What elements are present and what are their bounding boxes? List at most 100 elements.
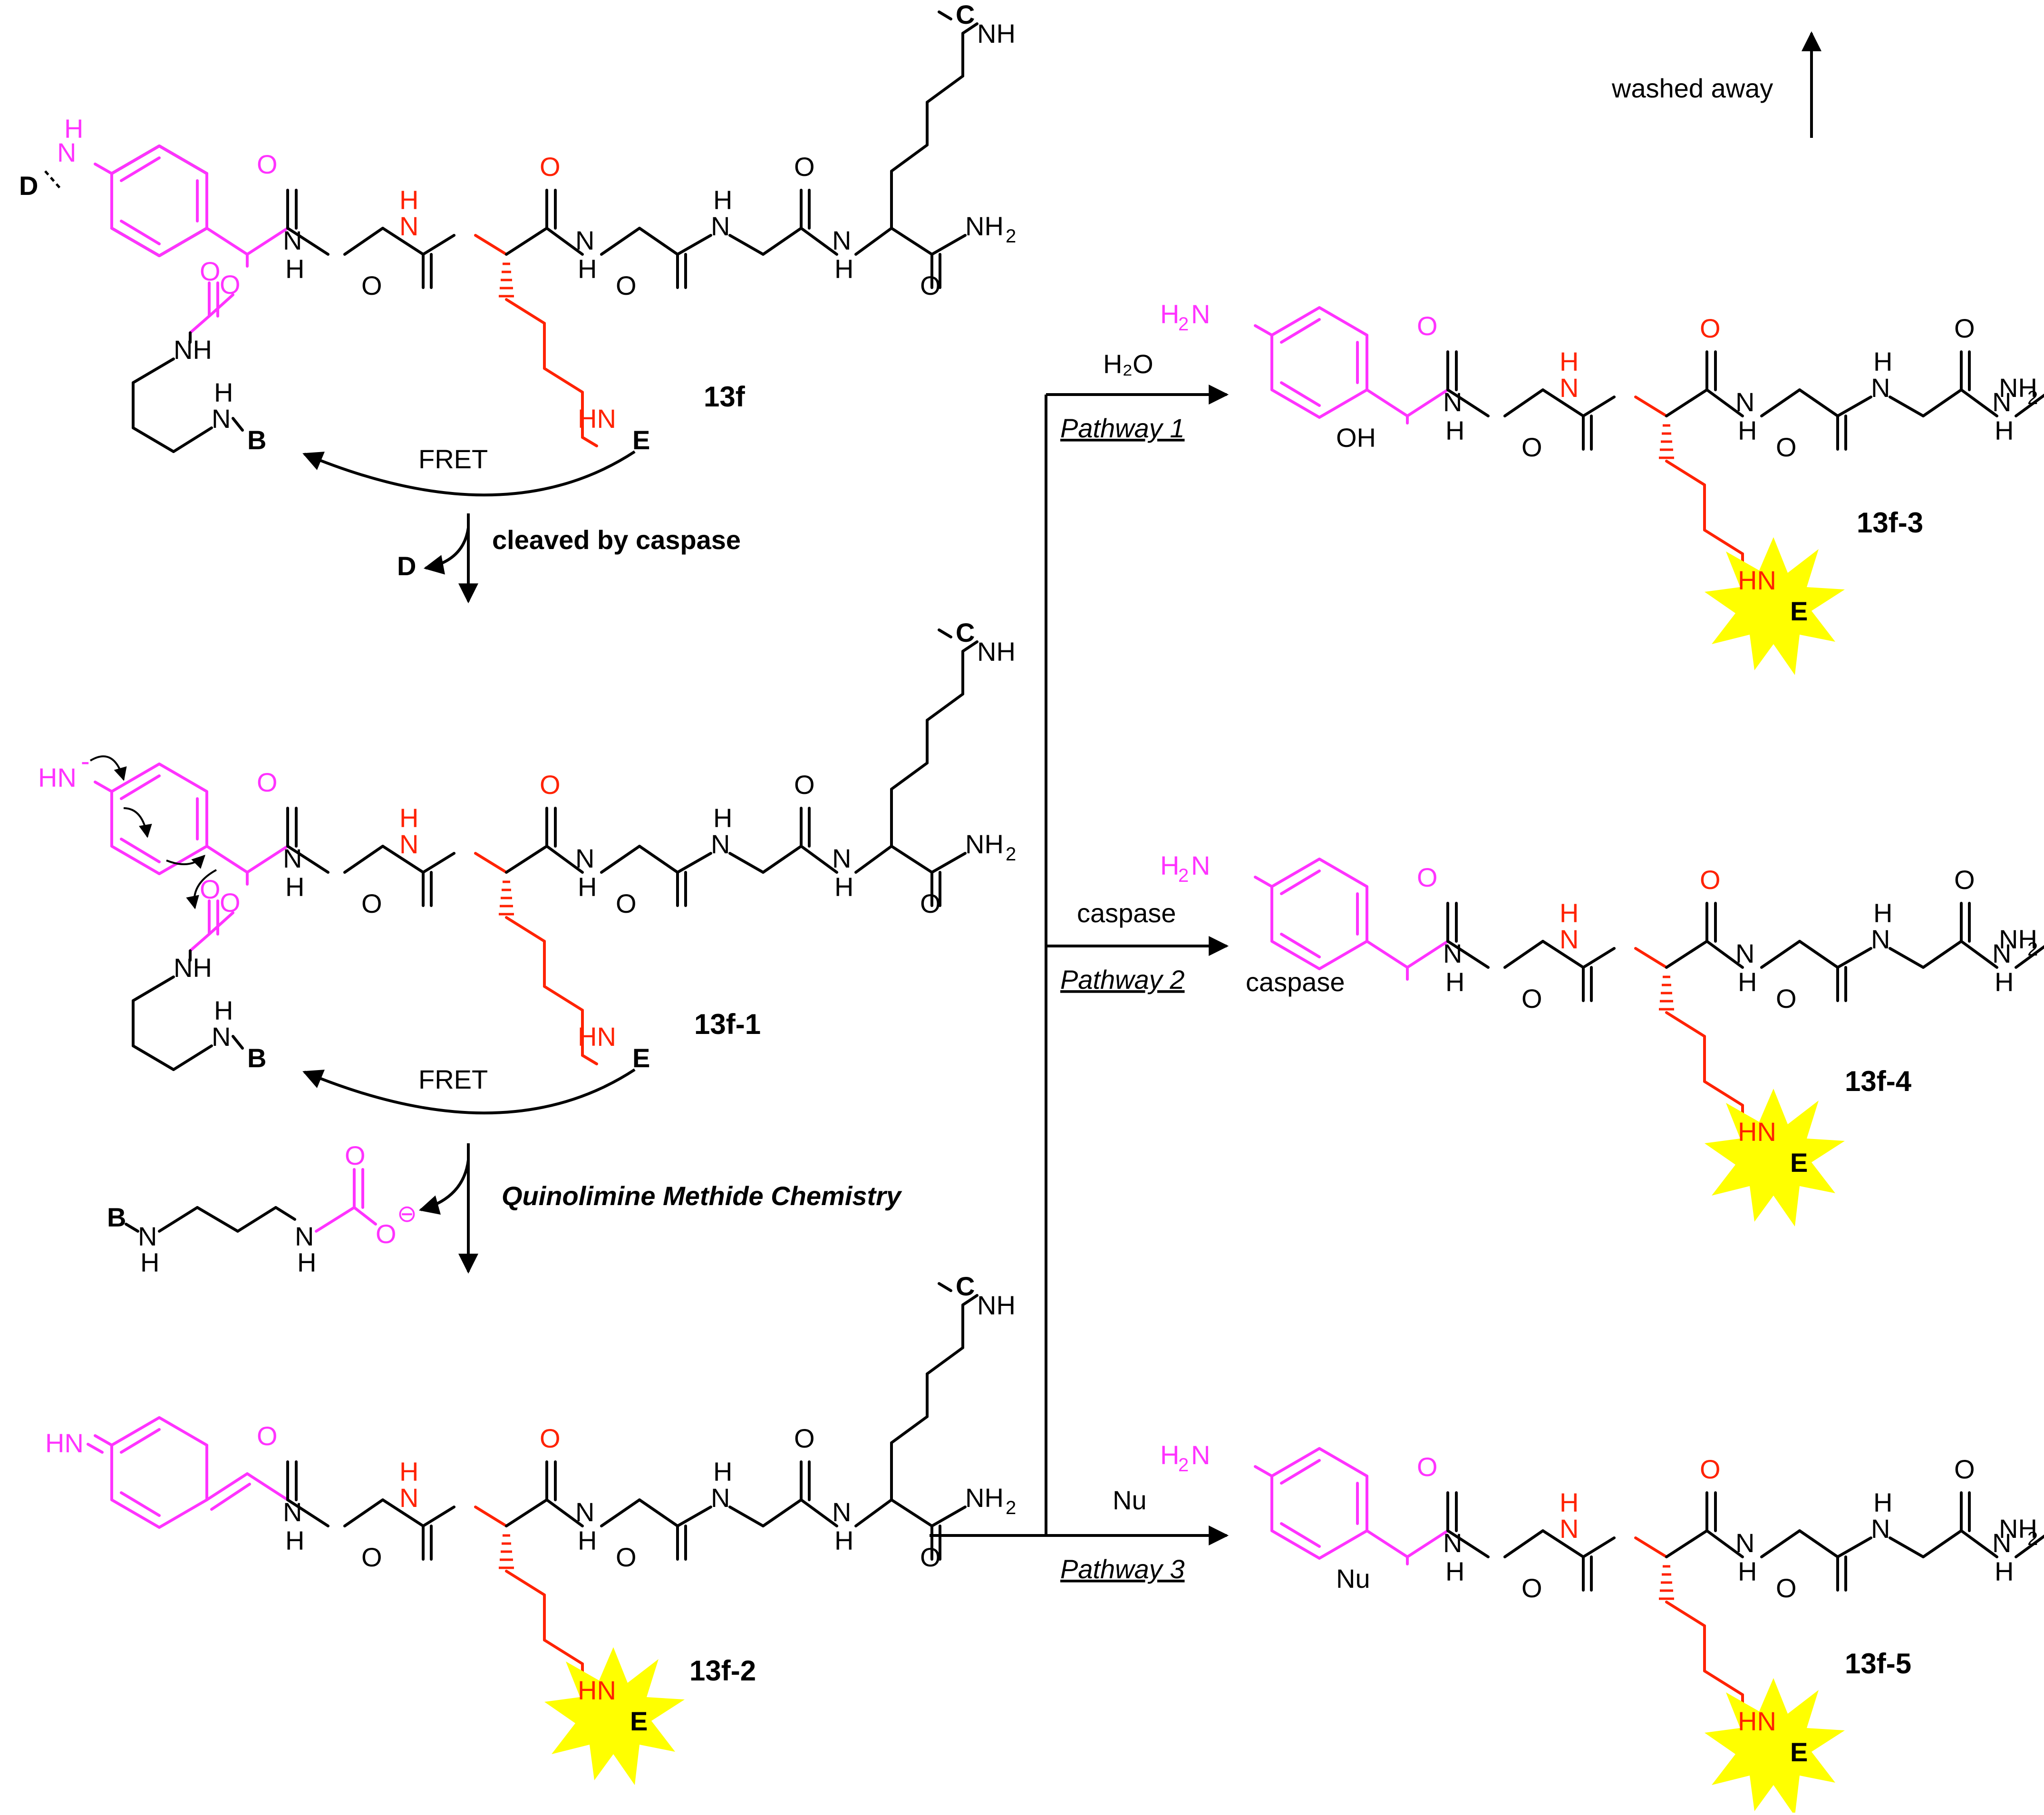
atom-n: N [1992,387,2011,417]
atom-subscript: 2 [1006,226,1016,247]
atom-h: H [1995,1556,2014,1586]
atom-h: H [1445,967,1464,997]
atom-c: C [956,1271,975,1301]
charge-minus: - [81,746,90,776]
atom-o: O [616,1542,637,1572]
atom-subscript: 2 [2027,387,2038,408]
compound-label: 13f-4 [1845,1065,1912,1097]
atom-h: H [399,185,418,215]
atom-h: H [399,803,418,833]
atom-o: O [1776,984,1797,1014]
atom-hn: HN [578,1022,616,1052]
fret-arrow [302,450,636,497]
atom-hn: HN [38,763,77,792]
atom-h: H [1873,347,1892,377]
atom-n: N [575,843,594,873]
atom-n: N [283,225,302,255]
atom-b: B [107,1202,126,1232]
atom-h: H [1445,415,1464,445]
pathway-3-label: Pathway 3 [1060,1554,1185,1584]
atom-n: N [832,225,851,255]
atom-h: H [1995,415,2014,445]
atom-h: H [1560,898,1579,928]
atom-b: B [247,425,266,455]
atom-n: N [1992,1528,2011,1558]
fluorescence-star [544,1647,685,1785]
release-d-arrow [423,527,470,575]
atom-o: O [1776,1573,1797,1603]
pathway-2-label: Pathway 2 [1060,965,1185,994]
atom-o: O [1954,865,1975,895]
fluorescence-star [1705,1089,1845,1226]
atom-n: N [283,1497,302,1527]
atom-subscript: 2 [1178,314,1189,335]
atom-n: N [711,211,730,241]
atom-o: O [361,270,382,300]
right-column-terminals: NH2NHCNH2NHCNH2NHC [1999,373,2038,1549]
compound-label: 13f-1 [694,1008,761,1040]
atom-h: H [64,114,83,144]
atom-n: N [1560,1514,1579,1544]
atom-h: H [834,254,853,284]
atom-n: N [212,404,231,434]
atom-e: E [630,1706,648,1736]
atom-n: N [1735,938,1754,968]
compound-13f-5: H 2 N O Nu N H O N H O N H O N H O N H O… [1160,1314,2044,1815]
atom-h: H [285,1525,304,1555]
atom-n: N [1443,1528,1462,1558]
atom-n: N [1560,373,1579,403]
atom-h: H [713,803,732,833]
atom-hn: HN [1738,1117,1776,1147]
atom-hn: HN [578,1675,616,1705]
atom-o: O [1417,1452,1438,1482]
atom-o: O [794,1423,815,1453]
released-d: D [397,551,416,581]
atom-nh: NH [977,1290,1016,1320]
fluorescence-star [1705,1678,1845,1815]
atom-o: O [616,888,637,918]
cleaved-label: cleaved by caspase [492,525,741,555]
atom-h: H [285,254,304,284]
atom-nh: NH [174,335,212,365]
atom-n: N [711,1483,730,1513]
release-b-arrow [418,1159,470,1215]
atom-nh: NH [977,19,1016,48]
atom-h: H [713,185,732,215]
atom-o: O [200,256,221,286]
reagent-h2o: H₂O [1103,349,1153,379]
atom-e: E [1790,1737,1808,1767]
atom-o: O [361,888,382,918]
atom-n: N [138,1221,157,1251]
atom-h: H [1738,1556,1757,1586]
atom-h: H [834,1525,853,1555]
atom-h: H [1873,898,1892,928]
substituent-caspase: caspase [1246,967,1345,997]
atom-o: O [1700,1454,1721,1484]
atom-hn: HN [578,404,616,434]
atom-o: O [200,874,221,904]
atom-o: O [794,770,815,800]
atom-nh: NH [977,637,1016,666]
atom-d: D [19,171,38,201]
fret-label: FRET [418,1064,488,1094]
atom-nh2: NH [1999,373,2037,403]
compound-label: 13f-3 [1857,507,1923,539]
atom-e: E [1790,596,1808,626]
atom-n: N [283,843,302,873]
washed-away-label: washed away [1611,73,1773,103]
atom-n: N [1443,387,1462,417]
atom-n: N [295,1221,314,1251]
compound-label: 13f-5 [1845,1648,1911,1680]
atom-n: N [711,829,730,859]
atom-h: H [297,1247,316,1277]
atom-o: O [920,888,941,918]
atom-n: N [399,211,418,241]
atom-subscript: 2 [1006,1497,1016,1518]
reagent-caspase: caspase [1077,898,1176,928]
pathway-1-label: Pathway 1 [1060,413,1185,443]
atom-n: N [1191,850,1210,880]
compound-13f-2: HN O N H O N H O N H O N H O N H O NH 2 … [45,1271,1016,1785]
atom-subscript: 2 [1178,1455,1189,1476]
atom-h: H [140,1247,159,1277]
